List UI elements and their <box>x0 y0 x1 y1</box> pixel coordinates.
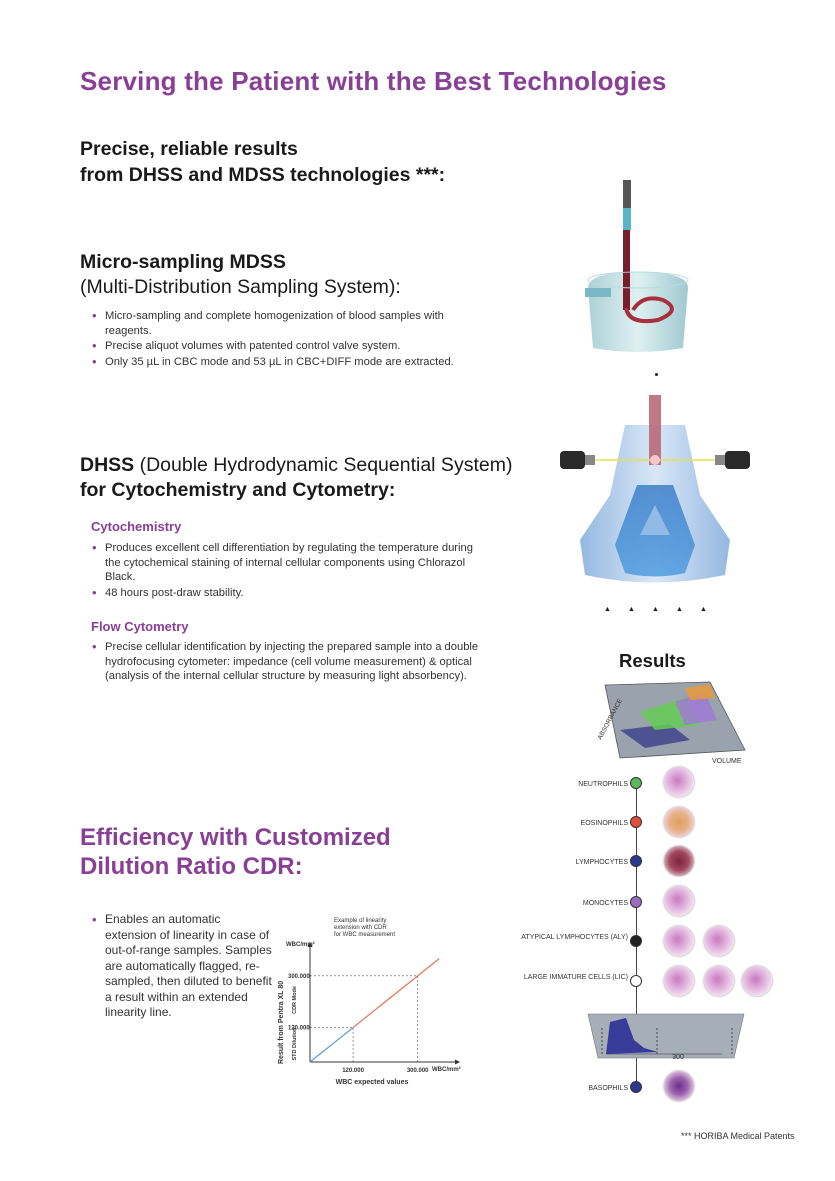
cell-image-basophils <box>664 1071 694 1101</box>
cell-image-lic <box>664 966 694 996</box>
chart-x-unit: WBC/mm³ <box>432 1066 461 1073</box>
cell-label-lymphocytes: LYMPHOCYTES <box>575 859 628 866</box>
chart-x-tick: 120.000 <box>342 1068 364 1074</box>
cyto-bullet: Produces excellent cell differentiation … <box>92 541 487 585</box>
dot-eosinophils <box>630 816 642 828</box>
dot-monocytes <box>630 896 642 908</box>
cyto-bullet: 48 hours post-draw stability. <box>92 586 487 601</box>
cell-label-neutrophils: NEUTROPHILS <box>578 781 628 788</box>
dhss-heading-line2: for Cytochemistry and Cytometry: <box>80 479 396 501</box>
page-title: Serving the Patient with the Best Techno… <box>80 66 667 96</box>
cell-label-basophils: BASOPHILS <box>588 1085 628 1092</box>
cytochemistry-bullet-list: Produces excellent cell differentiation … <box>92 541 487 601</box>
chart-title-line2: extension with CDR <box>334 925 387 931</box>
mdss-bullet: Only 35 µL in CBC mode and 53 µL in CBC+… <box>92 355 492 370</box>
dhss-heading: DHSS (Double Hydrodynamic Sequential Sys… <box>80 453 550 503</box>
chart-region-std: STD Dilution <box>292 1027 298 1061</box>
cell-image-eosinophils <box>664 807 694 837</box>
efficiency-heading-line2: Dilution Ratio CDR: <box>80 853 303 880</box>
dhss-illustration <box>560 395 750 583</box>
efficiency-heading-line1: Efficiency with Customized <box>80 824 391 851</box>
cell-image-monocytes <box>664 886 694 916</box>
histogram-tick: 300 <box>672 1054 684 1061</box>
efficiency-bullet-list: Enables an automatic extension of linear… <box>92 912 272 1022</box>
results-title: Results <box>619 650 686 671</box>
chart-y-tick: 120.000 <box>288 1026 310 1032</box>
mdss-heading-normal: (Multi-Distribution Sampling System): <box>80 276 401 298</box>
dot-aly <box>630 935 642 947</box>
mdss-illustration <box>585 180 689 352</box>
cell-image-lymphocytes <box>664 846 694 876</box>
cell-label-monocytes: MONOCYTES <box>582 900 628 907</box>
cytochemistry-title: Cytochemistry <box>91 519 182 534</box>
page-subtitle: Precise, reliable results from DHSS and … <box>80 136 445 188</box>
efficiency-bullet: Enables an automatic extension of linear… <box>92 912 272 1021</box>
chart-series-line <box>352 958 440 1029</box>
chart-y-tick: 300.000 <box>288 974 310 980</box>
dhss-heading-bold: DHSS <box>80 454 135 476</box>
flow-cytometry-title: Flow Cytometry <box>91 619 189 634</box>
flow-bullet-list: Precise cellular identification by injec… <box>92 640 487 685</box>
dot-lymphocytes <box>630 855 642 867</box>
chart-x-arrow <box>455 1059 460 1065</box>
cell-image-aly <box>704 926 734 956</box>
subtitle-line-2: from DHSS and MDSS technologies ***: <box>80 164 446 186</box>
dot-marker <box>655 373 658 376</box>
cell-image-lic <box>704 966 734 996</box>
chart-x-tick: 300.000 <box>407 1068 429 1074</box>
chart-y-arrow <box>307 942 313 947</box>
mdss-heading-bold: Micro-sampling MDSS <box>80 251 286 273</box>
mdss-bullet-list: Micro-sampling and complete homogenizati… <box>92 309 492 370</box>
results-scatter-plot: ABSORBANCE <box>597 681 746 759</box>
chart-y-unit: WBC/mm³ <box>286 941 315 948</box>
chart-title-line3: for WBC measurement <box>334 932 395 938</box>
chart-y-label: Result from Pentra XL 80 <box>278 981 285 1064</box>
cell-label-aly: ATYPICAL LYMPHOCYTES (ALY) <box>521 934 628 941</box>
chart-x-label: WBC expected values <box>336 1079 409 1086</box>
dot-neutrophils <box>630 777 642 789</box>
footer-note: *** HORIBA Medical Patents <box>681 1131 795 1141</box>
dhss-heading-normal: (Double Hydrodynamic Sequential System) <box>134 454 513 476</box>
chart-axes <box>307 942 460 1065</box>
mdss-bullet: Micro-sampling and complete homogenizati… <box>92 309 492 338</box>
cell-label-eosinophils: EOSINOPHILS <box>580 820 628 827</box>
arrow-row: ▲ ▲ ▲ ▲ ▲ <box>604 606 707 613</box>
cell-image-neutrophils <box>664 767 694 797</box>
efficiency-heading: Efficiency with Customized Dilution Rati… <box>80 823 391 881</box>
cell-image-lic <box>742 966 772 996</box>
chart-series <box>309 958 440 1063</box>
cell-image-aly <box>664 926 694 956</box>
mdss-bullet: Precise aliquot volumes with patented co… <box>92 339 492 354</box>
linearity-chart: Example of linearity extension with CDR … <box>278 918 461 1086</box>
chart-region-cdr: CDR Mode <box>292 986 298 1014</box>
chart-series-line <box>309 1027 354 1063</box>
flow-bullet: Precise cellular identification by injec… <box>92 640 487 684</box>
subtitle-line-1: Precise, reliable results <box>80 138 298 160</box>
cell-label-lic: LARGE IMMATURE CELLS (LIC) <box>523 974 628 981</box>
basophil-histogram: 300 <box>587 1013 745 1061</box>
dot-lic <box>630 975 642 987</box>
axis-volume: VOLUME <box>712 758 742 765</box>
mdss-heading: Micro-sampling MDSS (Multi-Distribution … <box>80 250 401 300</box>
chart-title-line1: Example of linearity <box>334 918 386 924</box>
chart-guides <box>310 975 418 1062</box>
dot-basophils <box>630 1081 642 1093</box>
